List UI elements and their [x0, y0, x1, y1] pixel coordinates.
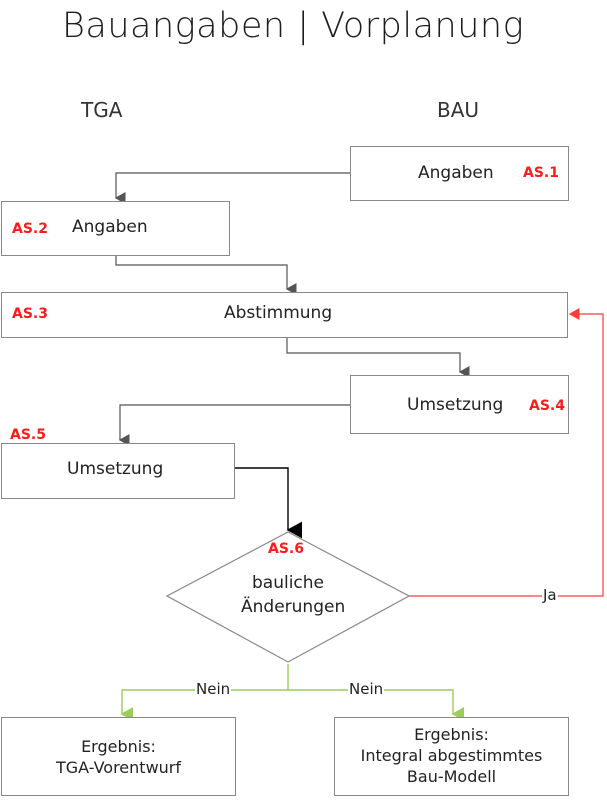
node-as1-angaben: Angaben AS.1 — [350, 146, 569, 201]
node-as2-angaben: AS.2 Angaben — [1, 201, 230, 256]
decision-label-line1: bauliche — [252, 573, 325, 593]
decision-diamond — [165, 531, 411, 663]
result-line: Ergebnis: — [81, 737, 156, 756]
arrow-as1-to-as2 — [114, 172, 350, 204]
edge-label-no-left: Nein — [195, 680, 232, 698]
edge-label-yes: Ja — [542, 586, 558, 604]
node-label: Umsetzung — [67, 459, 164, 479]
result-line: TGA-Vorentwurf — [55, 758, 181, 777]
node-label: Umsetzung — [407, 395, 504, 415]
node-label: Angaben — [418, 163, 494, 183]
node-as5-umsetzung: Umsetzung — [1, 443, 235, 499]
edge-label-no-right: Nein — [348, 680, 385, 698]
arrow-as2-to-as3 — [115, 256, 297, 295]
arrow-as5-to-as6 — [235, 467, 302, 539]
result-line: Ergebnis: — [414, 725, 489, 744]
result-line: Integral abgestimmtes — [360, 746, 543, 765]
arrow-as4-to-as5 — [118, 404, 350, 446]
column-header-tga: TGA — [81, 98, 123, 122]
result-tga-vorentwurf: Ergebnis: TGA-Vorentwurf — [1, 717, 236, 796]
node-code: AS.1 — [523, 165, 559, 181]
node-code: AS.3 — [12, 306, 48, 322]
node-as5-code: AS.5 — [10, 427, 46, 443]
arrow-as3-to-as4 — [286, 338, 470, 378]
node-code: AS.4 — [529, 398, 565, 414]
node-as3-abstimmung: AS.3 Abstimmung — [1, 292, 568, 338]
arrow-no-right — [288, 689, 465, 721]
node-label: Abstimmung — [224, 303, 333, 323]
node-code: AS.2 — [12, 221, 48, 237]
result-bau-modell: Ergebnis: Integral abgestimmtes Bau-Mode… — [334, 717, 569, 796]
decision-label-line2: Änderungen — [241, 597, 346, 617]
result-line: Bau-Modell — [406, 767, 497, 786]
column-header-bau: BAU — [437, 98, 480, 122]
node-label: Angaben — [72, 217, 148, 237]
node-as6-code: AS.6 — [268, 541, 304, 557]
arrow-yes-to-as3 — [409, 308, 604, 597]
page-title: Bauangaben | Vorplanung — [62, 6, 525, 46]
node-as4-umsetzung: Umsetzung AS.4 — [350, 375, 569, 434]
